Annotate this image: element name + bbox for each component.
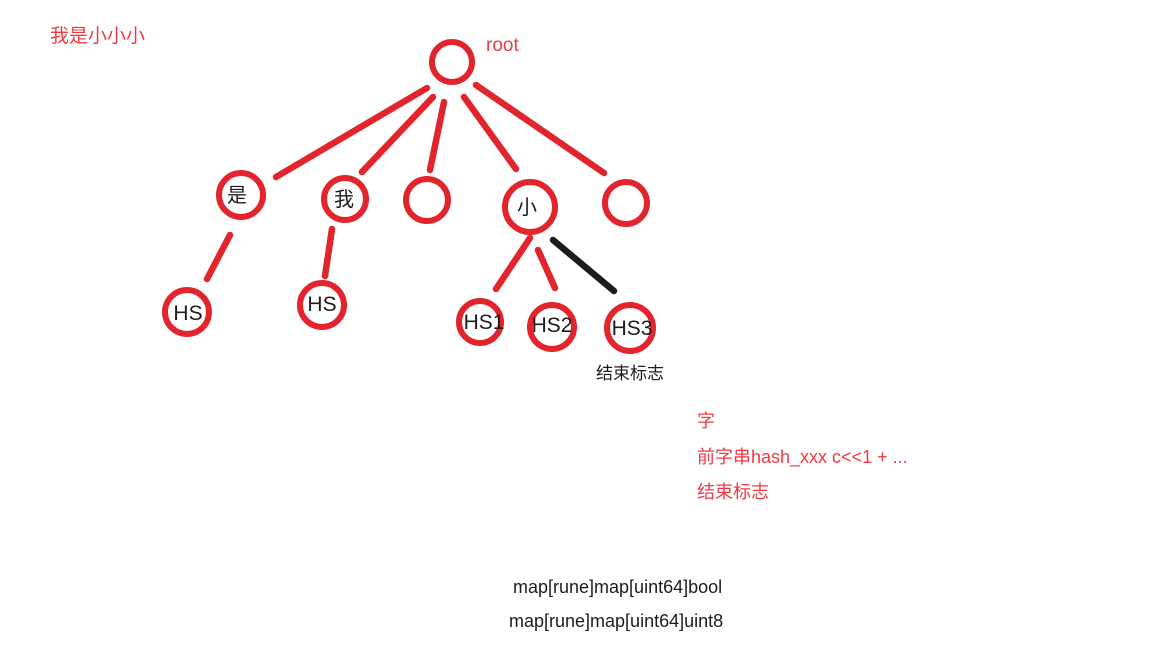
edge-wo-hs-b <box>321 225 336 280</box>
node-hs1-label: HS1 <box>464 311 505 334</box>
edge-xiao-hs1 <box>492 234 534 293</box>
root-node-label: root <box>486 35 519 56</box>
node-empty-1-circle <box>403 176 451 224</box>
code-line-map-bool: map[rune]map[uint64]bool <box>513 577 723 597</box>
node-shi-label: 是 <box>227 185 247 207</box>
edge-root-empty-1 <box>426 98 448 174</box>
code-line-map-uint8: map[rune]map[uint64]uint8 <box>509 611 724 631</box>
node-hs-b-circle <box>297 280 347 330</box>
node-hs3-circle <box>604 302 656 354</box>
edge-root-shi <box>272 84 431 181</box>
note-line-endflag: 结束标志 <box>697 482 769 503</box>
node-empty-2-circle <box>602 179 650 227</box>
node-hs1-circle <box>456 298 504 346</box>
edge-root-empty-2 <box>472 81 608 177</box>
edge-root-wo <box>358 93 437 176</box>
edge-xiao-hs3 <box>549 236 618 295</box>
node-hs-a-label: HS <box>173 302 202 325</box>
note-line-char: 字 <box>697 411 715 431</box>
node-hs2-circle <box>527 302 577 352</box>
annotation-top-left: 我是小小小 <box>50 26 146 47</box>
node-root-circle <box>429 39 475 85</box>
edge-shi-hs-a <box>203 231 234 283</box>
end-flag-label: 结束标志 <box>596 364 664 383</box>
note-line-hash: 前字串hash_xxx c<<1 + ... <box>697 446 908 467</box>
node-xiao-circle <box>502 179 558 235</box>
edge-xiao-hs2 <box>534 246 559 292</box>
node-xiao-label: 小 <box>517 196 537 219</box>
node-hs2-label: HS2 <box>532 314 573 337</box>
node-hs-a-circle <box>162 287 212 337</box>
node-hs-b-label: HS <box>307 293 336 316</box>
node-hs3-label: HS3 <box>612 317 653 340</box>
node-shi-circle <box>216 170 266 220</box>
edge-root-xiao <box>460 93 520 173</box>
node-wo-circle <box>321 175 369 223</box>
red-notes-block: 字 前字串hash_xxx c<<1 + ... 结束标志 <box>697 411 908 518</box>
node-wo-label: 我 <box>334 188 354 211</box>
